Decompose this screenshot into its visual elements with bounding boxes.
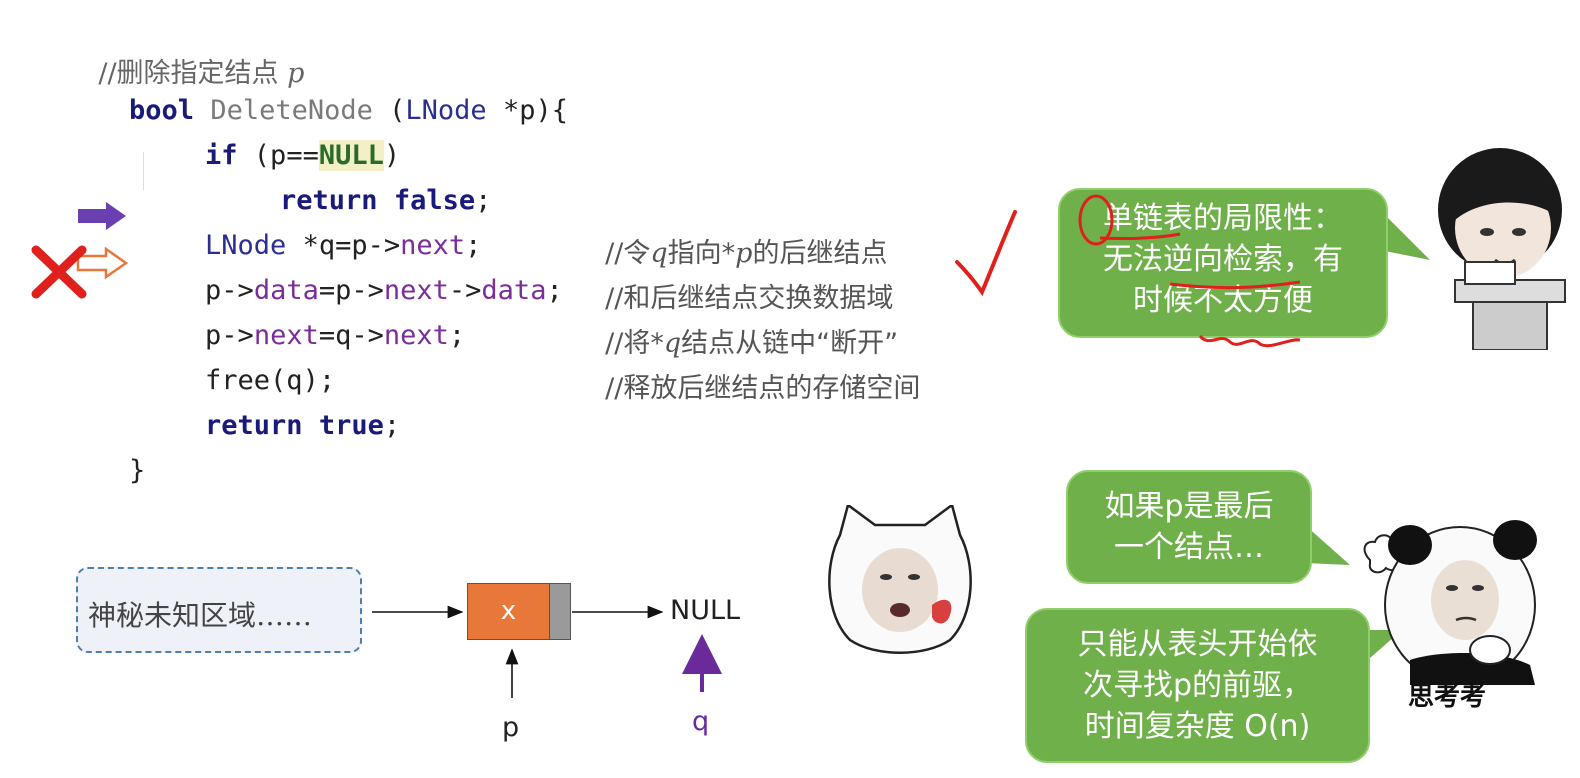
red-check-icon bbox=[955, 210, 1017, 297]
comment-part: 结点从链中“断开” bbox=[681, 328, 899, 359]
field-next: next bbox=[383, 320, 449, 351]
kw-return: return bbox=[280, 185, 378, 216]
assign-q-a: *q=p-> bbox=[286, 230, 401, 261]
code-line-close-brace: } bbox=[64, 424, 145, 517]
list-node-data: x bbox=[468, 584, 549, 639]
free-call: free(q); bbox=[205, 365, 336, 396]
semi: ; bbox=[383, 410, 401, 441]
semi: ; bbox=[448, 320, 466, 351]
comment-title: //删除指定结点 p bbox=[64, 20, 304, 121]
close-brace: } bbox=[129, 455, 146, 486]
comment-var: q bbox=[663, 328, 682, 359]
comment-part: //释放后继结点的存储空间 bbox=[605, 373, 921, 404]
comment-title-text: //删除指定结点 bbox=[98, 58, 288, 89]
meme-panda-thinking-icon bbox=[1363, 520, 1537, 685]
comment-part: //令 bbox=[605, 238, 651, 269]
list-node-next bbox=[549, 584, 570, 639]
type-lnode: LNode bbox=[405, 95, 487, 126]
bubble-limitation-line2: 无法逆向检索，有 bbox=[1103, 242, 1343, 277]
bubble-if-last: 如果p是最后 一个结点… bbox=[1066, 470, 1312, 584]
bubble-if-last-line2: 一个结点… bbox=[1114, 530, 1264, 565]
comment-assign-q: //令q指向*p的后继结点 bbox=[588, 200, 887, 270]
swap-b: =p-> bbox=[318, 275, 384, 306]
bubble-if-last-line1: 如果p是最后 bbox=[1104, 489, 1274, 524]
kw-false: false bbox=[393, 185, 476, 216]
bubble-search-line3: 时间复杂度 O(n) bbox=[1084, 709, 1311, 744]
if-close: ) bbox=[383, 140, 401, 171]
code-line-swap-data: p->data=p->next->data; bbox=[140, 244, 563, 337]
p-label: p bbox=[502, 712, 520, 743]
bubble-limitation: 单链表的局限性： 无法逆向检索，有 时候不太方便 bbox=[1058, 188, 1388, 338]
comment-var: p bbox=[735, 238, 753, 269]
bubble-limitation-line3: 时候不太方便 bbox=[1133, 283, 1313, 318]
semi: ; bbox=[546, 275, 563, 306]
code-line-return-true: return true; bbox=[140, 379, 400, 472]
code-line-signature: bool DeleteNode (LNode *p){ bbox=[64, 64, 568, 157]
comment-var: q bbox=[650, 238, 668, 269]
meme-caption: 思考考 bbox=[1408, 682, 1487, 712]
node-value: x bbox=[500, 596, 517, 626]
indent-guide bbox=[143, 152, 144, 190]
meme-cat-icon bbox=[828, 505, 972, 654]
field-data: data bbox=[253, 275, 319, 306]
field-next: next bbox=[400, 230, 466, 261]
comment-part: //将* bbox=[605, 328, 664, 359]
field-data: data bbox=[481, 275, 547, 306]
kw-bool: bool bbox=[129, 95, 195, 126]
fn-name: DeleteNode bbox=[210, 95, 373, 126]
kw-if: if bbox=[205, 140, 238, 171]
list-node: x bbox=[467, 583, 571, 640]
comment-part: 指向* bbox=[667, 238, 736, 269]
semi: ; bbox=[475, 185, 492, 216]
comment-swap: //和后继结点交换数据域 bbox=[588, 245, 893, 315]
list-arrows bbox=[372, 605, 722, 698]
if-open: (p== bbox=[237, 140, 319, 171]
sig-rest: *p){ bbox=[486, 95, 568, 126]
bubble-tail-if-last bbox=[1305, 525, 1350, 565]
bubble-tail-limitation bbox=[1380, 210, 1430, 260]
sig-open: ( bbox=[372, 95, 406, 126]
comment-unlink: //将*q结点从链中“断开” bbox=[588, 290, 898, 360]
type-lnode: LNode bbox=[205, 230, 287, 261]
field-next: next bbox=[383, 275, 449, 306]
kw-true: true bbox=[318, 410, 384, 441]
comment-title-var: p bbox=[287, 58, 305, 89]
null-label: NULL bbox=[670, 595, 741, 626]
comment-part: //和后继结点交换数据域 bbox=[605, 283, 894, 314]
bubble-search-line2: 次寻找p的前驱， bbox=[1082, 668, 1313, 703]
comment-free: //释放后继结点的存储空间 bbox=[588, 335, 920, 405]
code-line-return-false: return false; bbox=[215, 154, 491, 247]
kw-return: return bbox=[205, 410, 303, 441]
bubble-limitation-line1: 单链表的局限性： bbox=[1103, 201, 1343, 236]
unlink-a: p-> bbox=[205, 320, 254, 351]
swap-c: -> bbox=[448, 275, 482, 306]
code-line-free: free(q); bbox=[140, 334, 335, 427]
code-line-unlink: p->next=q->next; bbox=[140, 289, 465, 382]
null-literal: NULL bbox=[318, 140, 384, 171]
field-next: next bbox=[253, 320, 319, 351]
semi: ; bbox=[465, 230, 482, 261]
code-line-if: if (p==NULL) bbox=[140, 109, 400, 202]
unlink-b: =q-> bbox=[318, 320, 384, 351]
swap-a: p-> bbox=[205, 275, 254, 306]
meme-reader-icon bbox=[1438, 148, 1566, 350]
bubble-search: 只能从表头开始依 次寻找p的前驱， 时间复杂度 O(n) bbox=[1025, 608, 1370, 763]
mystery-region-label: 神秘未知区域…… bbox=[88, 599, 313, 632]
bubble-search-line1: 只能从表头开始依 bbox=[1077, 627, 1318, 662]
mystery-region: 神秘未知区域…… bbox=[76, 567, 362, 653]
comment-part: 的后继结点 bbox=[752, 238, 888, 269]
code-line-assign-q: LNode *q=p->next; bbox=[140, 199, 481, 292]
q-label: q bbox=[692, 706, 710, 737]
